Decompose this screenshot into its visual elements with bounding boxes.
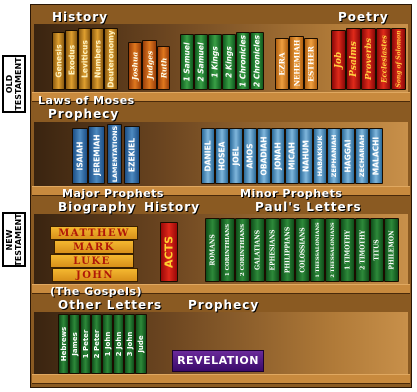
book-malachi[interactable]: MALACHI	[369, 128, 383, 184]
book-1-timothy[interactable]: 1 TIMOTHY	[340, 218, 355, 282]
book-revelation[interactable]: REVELATION	[172, 350, 264, 372]
plank	[32, 92, 410, 102]
plank	[32, 284, 410, 294]
book-amos[interactable]: AMOS	[243, 128, 257, 184]
book-mark[interactable]: MARK	[54, 240, 134, 254]
book-acts[interactable]: ACTS	[160, 222, 178, 282]
book-2-peter[interactable]: 2 Peter	[91, 314, 102, 374]
book-daniel[interactable]: DANIEL	[201, 128, 215, 184]
book-1-kings[interactable]: 1 Kings	[208, 34, 222, 90]
book-2-kings[interactable]: 2 Kings	[222, 34, 236, 90]
book-john[interactable]: JOHN	[52, 268, 138, 282]
book-jonah[interactable]: JONAH	[271, 128, 285, 184]
book-ephesians[interactable]: EPHESIANS	[265, 218, 280, 282]
book-zechariah[interactable]: ZECHARIAH	[355, 128, 369, 184]
new-testament-label: NEW TESTAMENT	[2, 212, 26, 267]
heading-biography: Biography	[58, 200, 137, 214]
plank	[32, 374, 410, 384]
book-james[interactable]: James	[69, 314, 80, 374]
book-lamentations[interactable]: LAMENTATIONS	[107, 124, 122, 184]
book-esther[interactable]: ESTHER	[304, 38, 318, 90]
book-1-samuel[interactable]: 1 Samuel	[180, 34, 194, 90]
heading-pauls-letters: Paul's Letters	[255, 200, 362, 214]
heading-the-gospels: (The Gospels)	[50, 285, 142, 298]
book-hosea[interactable]: HOSEA	[215, 128, 229, 184]
book-titus[interactable]: TITUS	[370, 218, 384, 282]
book-romans[interactable]: ROMANS	[205, 218, 220, 282]
book-philippians[interactable]: PHILIPPIANS	[280, 218, 295, 282]
heading-poetry: Poetry	[338, 10, 389, 24]
book-galatians[interactable]: GALATIANS	[250, 218, 265, 282]
book-luke[interactable]: LUKE	[50, 254, 134, 268]
book-deuteronomy[interactable]: Deuteronomy	[104, 28, 118, 90]
heading-minor-prophets: Minor Prophets	[240, 187, 343, 200]
heading-laws-of-moses: Laws of Moses	[38, 94, 135, 107]
heading-history: History	[52, 10, 109, 24]
heading-history-nt: History	[144, 200, 201, 214]
book-2-thessalonians[interactable]: 2 THESSALONIANS	[325, 218, 340, 282]
book-1-john[interactable]: 1 John	[102, 314, 113, 374]
book-joshua[interactable]: Joshua	[128, 42, 142, 90]
book-nahum[interactable]: NAHUM	[299, 128, 313, 184]
heading-major-prophets: Major Prophets	[62, 187, 164, 200]
book-1-thessalonians[interactable]: 1 THESSALONIANS	[310, 218, 325, 282]
book-genesis[interactable]: Genesis	[52, 32, 65, 90]
heading-prophecy-nt: Prophecy	[188, 298, 260, 312]
heading-other-letters: Other Letters	[58, 298, 163, 312]
book-hebrews[interactable]: Hebrews	[58, 314, 69, 374]
book-job[interactable]: Job	[331, 30, 346, 90]
book-habakkuk[interactable]: HABAKKUK	[313, 128, 327, 184]
plank	[32, 186, 410, 196]
book-ezra[interactable]: EZRA	[275, 38, 289, 90]
book-leviticus[interactable]: Leviticus	[78, 28, 91, 90]
book-ruth[interactable]: Ruth	[157, 46, 170, 90]
book-zephaniah[interactable]: ZEPHANIAH	[327, 128, 341, 184]
book-nehemiah[interactable]: NEHEMIAH	[289, 36, 304, 90]
book-jude[interactable]: Jude	[135, 314, 147, 374]
book-ecclesiastes[interactable]: Ecclesiastes	[376, 28, 391, 90]
book-jeremiah[interactable]: JEREMIAH	[88, 126, 105, 184]
book-matthew[interactable]: MATTHEW	[50, 226, 138, 240]
book-song-of-solomon[interactable]: Song of Solomon	[391, 28, 406, 90]
book-2-timothy[interactable]: 2 TIMOTHY	[355, 218, 370, 282]
book-judges[interactable]: Judges	[142, 40, 157, 90]
book-1-peter[interactable]: 1 Peter	[80, 314, 91, 374]
book-2-samuel[interactable]: 2 Samuel	[194, 34, 208, 90]
book-2-john[interactable]: 2 John	[113, 314, 124, 374]
book-psalms[interactable]: Psalms	[346, 28, 361, 90]
book-2-chronicles[interactable]: 2 Chronicles	[250, 32, 264, 90]
old-testament-label: OLD TESTAMENT	[2, 55, 26, 113]
book-philemon[interactable]: PHILEMON	[384, 218, 399, 282]
book-1-chronicles[interactable]: 1 Chronicles	[236, 32, 250, 90]
book-joel[interactable]: JOEL	[229, 128, 243, 184]
book-obadiah[interactable]: OBADIAH	[257, 128, 271, 184]
book-haggai[interactable]: HAGGAI	[341, 128, 355, 184]
book-proverbs[interactable]: Proverbs	[361, 28, 376, 90]
book-colossians[interactable]: COLOSSIANS	[295, 218, 310, 282]
book-3-john[interactable]: 3 John	[124, 314, 135, 374]
book-2-corinthians[interactable]: 2 CORINTHIANS	[235, 218, 250, 282]
book-1-corinthians[interactable]: 1 CORINTHIANS	[220, 218, 235, 282]
book-numbers[interactable]: Numbers	[91, 28, 104, 90]
book-ezekiel[interactable]: EZEKIEL	[124, 126, 140, 184]
book-micah[interactable]: MICAH	[285, 128, 299, 184]
book-exodus[interactable]: Exodus	[65, 30, 78, 90]
book-isaiah[interactable]: ISAIAH	[72, 128, 88, 184]
heading-prophecy: Prophecy	[48, 107, 120, 121]
